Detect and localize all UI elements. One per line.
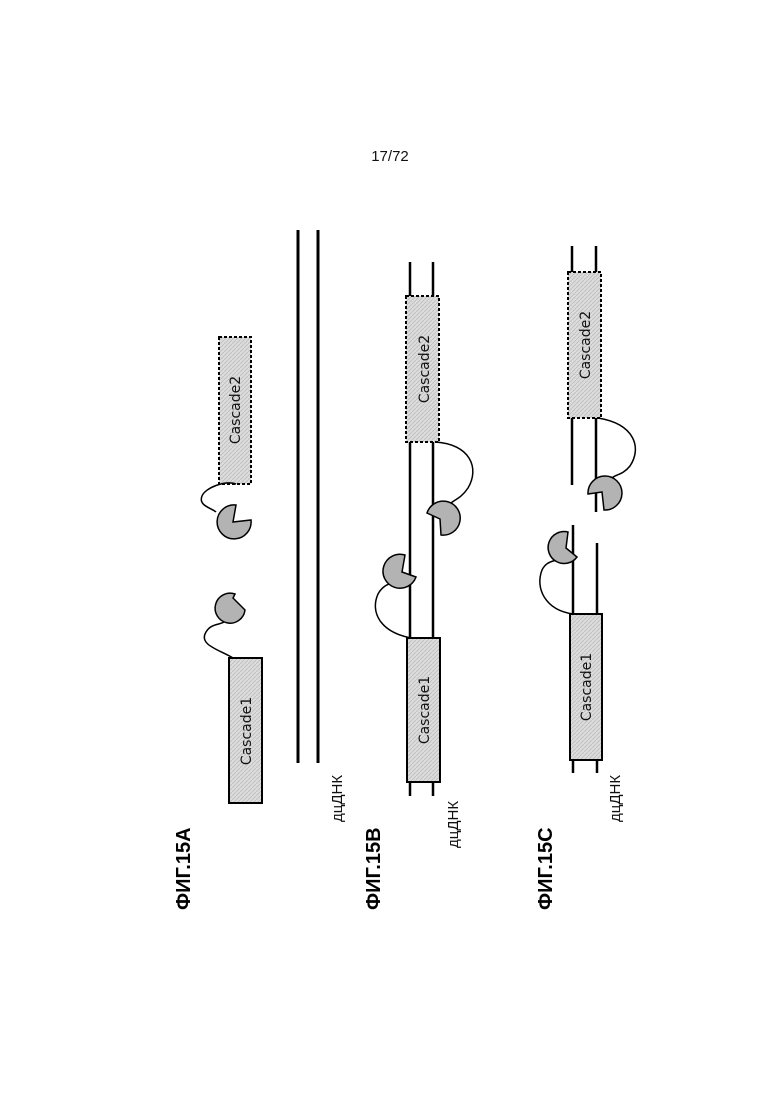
figure-15a: ФИГ.15A Cascade1 Cascade2 дцДНК <box>173 230 346 910</box>
dsdna-label: дцДНК <box>607 775 624 822</box>
nuclease-icon <box>215 593 245 623</box>
linker <box>598 418 635 480</box>
linker <box>435 442 473 506</box>
nuclease-icon <box>217 505 251 539</box>
cascade1-label: Cascade1 <box>417 676 433 744</box>
cascade1-label: Cascade1 <box>579 653 595 721</box>
cascade2-label: Cascade2 <box>417 335 433 403</box>
figure-15c: ФИГ.15C Cascade1 Cascade2 дцДНК <box>535 246 635 910</box>
cascade1-label: Cascade1 <box>239 697 255 765</box>
linker <box>540 558 573 614</box>
figure-15a-label: ФИГ.15A <box>173 827 195 910</box>
linker <box>375 580 411 638</box>
figure-15b-label: ФИГ.15B <box>363 827 385 910</box>
cascade2-label: Cascade2 <box>578 311 594 379</box>
figure-15b: ФИГ.15B Cascade1 Cascade2 дцДНК <box>363 262 473 910</box>
dsdna-label: дцДНК <box>445 801 462 848</box>
dsdna-label: дцДНК <box>329 775 346 822</box>
linker <box>204 620 233 658</box>
nuclease-icon <box>588 476 622 510</box>
cascade2-label: Cascade2 <box>228 376 244 444</box>
figure-15c-label: ФИГ.15C <box>535 827 557 910</box>
